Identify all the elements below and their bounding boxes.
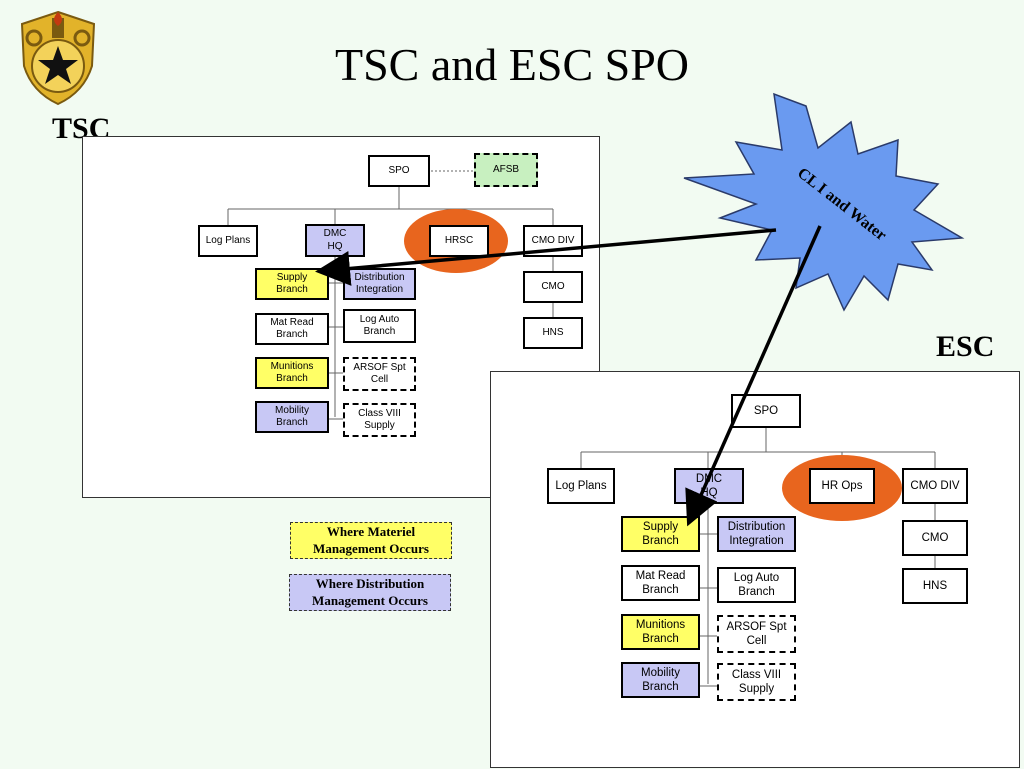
tsc-log-plans-box: Log Plans	[198, 225, 258, 257]
tsc-arsof-spt-cell-box: ARSOF Spt Cell	[343, 357, 416, 391]
tsc-cmo-div-box: CMO DIV	[523, 225, 583, 257]
esc-spo-box: SPO	[731, 394, 801, 428]
esc-log-auto-branch-box: Log Auto Branch	[717, 567, 796, 603]
tsc-mat-read-branch-box: Mat Read Branch	[255, 313, 329, 345]
esc-mobility-branch-box: Mobility Branch	[621, 662, 700, 698]
esc-cmo-div-box: CMO DIV	[902, 468, 968, 504]
army-emblem-icon	[20, 10, 96, 106]
tsc-log-auto-branch-box: Log Auto Branch	[343, 309, 416, 343]
legend-distribution-management: Where Distribution Management Occurs	[289, 574, 451, 611]
tsc-hrsc-box: HRSC	[429, 225, 489, 257]
tsc-cmo-box: CMO	[523, 271, 583, 303]
tsc-supply-branch-box: Supply Branch	[255, 268, 329, 300]
legend-materiel-management: Where Materiel Management Occurs	[290, 522, 452, 559]
esc-class-viii-supply-box: Class VIII Supply	[717, 663, 796, 701]
tsc-class-viii-supply-box: Class VIII Supply	[343, 403, 416, 437]
page-title: TSC and ESC SPO	[334, 39, 690, 90]
esc-mat-read-branch-box: Mat Read Branch	[621, 565, 700, 601]
esc-org-chart: SPO Log Plans DMC HQ HR Ops CMO DIV CMO …	[490, 371, 1020, 768]
esc-label: ESC	[936, 330, 995, 363]
esc-distribution-integration-box: Distribution Integration	[717, 516, 796, 552]
tsc-afsb-box: AFSB	[474, 153, 538, 187]
esc-munitions-branch-box: Munitions Branch	[621, 614, 700, 650]
tsc-mobility-branch-box: Mobility Branch	[255, 401, 329, 433]
tsc-hns-box: HNS	[523, 317, 583, 349]
tsc-distribution-integration-box: Distribution Integration	[343, 268, 416, 300]
esc-cmo-box: CMO	[902, 520, 968, 556]
tsc-spo-box: SPO	[368, 155, 430, 187]
esc-supply-branch-box: Supply Branch	[621, 516, 700, 552]
esc-hns-box: HNS	[902, 568, 968, 604]
esc-hr-ops-box: HR Ops	[809, 468, 875, 504]
tsc-dmc-hq-box: DMC HQ	[305, 224, 365, 257]
esc-arsof-spt-cell-box: ARSOF Spt Cell	[717, 615, 796, 653]
cl-i-water-starburst: CL I and Water	[683, 92, 965, 312]
esc-log-plans-box: Log Plans	[547, 468, 615, 504]
tsc-munitions-branch-box: Munitions Branch	[255, 357, 329, 389]
esc-dmc-hq-box: DMC HQ	[674, 468, 744, 504]
starburst-shape	[683, 92, 965, 312]
